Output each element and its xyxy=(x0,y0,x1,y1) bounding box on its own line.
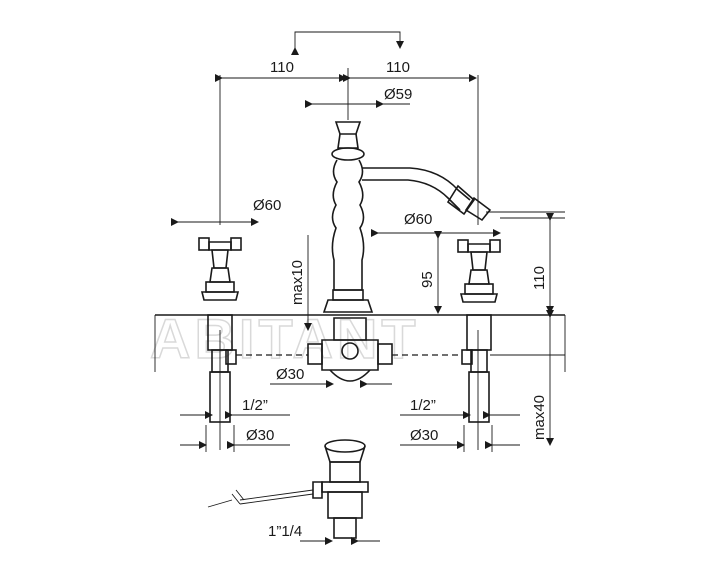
height-110-dimension: 110 xyxy=(500,213,565,314)
center-diameter-label: Ø30 xyxy=(276,366,304,383)
spread-right-label: 110 xyxy=(386,59,410,76)
popup-waste xyxy=(207,439,369,539)
left-bottom-dimensions: 1/2” Ø30 xyxy=(180,397,290,452)
hole-right-label: Ø30 xyxy=(410,427,438,444)
handle-right-diameter-label: Ø60 xyxy=(404,211,432,228)
watermark: ABITANT xyxy=(150,307,420,370)
max40-label: max40 xyxy=(531,395,548,440)
rotation-arrows xyxy=(291,31,404,55)
handle-left-diameter-label: Ø60 xyxy=(253,197,281,214)
spread-dimension: 110 110 xyxy=(215,59,479,225)
height-95-dimension: 95 xyxy=(419,231,442,314)
max10-dimension: max10 xyxy=(289,235,312,331)
hole-left-label: Ø30 xyxy=(246,427,274,444)
right-valve-body xyxy=(461,314,492,450)
left-handle: Ø60 xyxy=(171,197,281,301)
left-valve-body xyxy=(207,314,237,450)
spread-left-label: 110 xyxy=(270,59,294,76)
max10-label: max10 xyxy=(289,260,306,305)
height-95-label: 95 xyxy=(419,271,436,288)
thread-left-label: 1/2” xyxy=(242,397,268,414)
spout-arm xyxy=(362,167,565,222)
right-bottom-dimensions: 1/2” Ø30 xyxy=(400,397,520,452)
spout-body xyxy=(322,121,374,313)
waste-thread-dimension: 1”1/4 xyxy=(268,523,380,545)
waste-thread-label: 1”1/4 xyxy=(268,523,302,540)
spout-diameter-dimension: Ø59 xyxy=(305,86,412,108)
center-diameter-dimension: Ø30 xyxy=(270,366,392,388)
height-110-label: 110 xyxy=(531,266,548,290)
right-handle: Ø60 xyxy=(371,211,501,303)
spout-diameter-label: Ø59 xyxy=(384,86,412,103)
thread-right-label: 1/2” xyxy=(410,397,436,414)
center-connector xyxy=(236,317,462,382)
max40-dimension: max40 xyxy=(490,310,565,446)
